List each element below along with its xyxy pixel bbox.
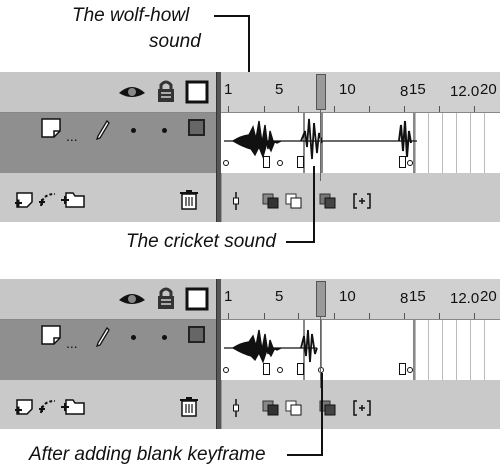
- onion-skin-icon[interactable]: [262, 400, 280, 416]
- layer-page-icon: [41, 118, 61, 138]
- add-layer-icon[interactable]: [14, 397, 36, 417]
- keyframe-marker[interactable]: [277, 367, 283, 373]
- callout-blank-keyframe: After adding blank keyframe: [29, 444, 266, 465]
- end-frame-marker[interactable]: [297, 156, 304, 168]
- lock-dot[interactable]: [162, 128, 167, 133]
- keyframe-marker[interactable]: [407, 367, 413, 373]
- edit-multiple-icon[interactable]: [319, 193, 337, 209]
- playhead[interactable]: [316, 74, 326, 110]
- callout-wolf-leader-h: [214, 15, 249, 17]
- keyframe-marker[interactable]: [223, 367, 229, 373]
- callout-wolf-howl-line2: sound: [149, 31, 201, 52]
- outline-icon[interactable]: [185, 80, 209, 104]
- ruler-label: 20: [480, 81, 497, 98]
- frame-ruler[interactable]: 1 5 10 15 20: [221, 279, 500, 319]
- frame-rate: 12.0: [450, 290, 480, 307]
- playhead-line: [320, 110, 321, 181]
- callout-cricket-leader-v: [313, 166, 315, 242]
- timeline-panel-after: ... 1 5 10 15 20: [0, 279, 500, 429]
- ruler-label: 15: [409, 81, 426, 98]
- end-frame-marker[interactable]: [263, 363, 270, 375]
- onion-markers-icon[interactable]: [353, 192, 371, 210]
- callout-wolf-howl-line1: The wolf-howl: [72, 5, 190, 26]
- end-frame-marker[interactable]: [263, 156, 270, 168]
- keyframe-marker[interactable]: [407, 160, 413, 166]
- sound-waveform: [224, 113, 417, 173]
- outline-icon[interactable]: [185, 287, 209, 311]
- lock-icon[interactable]: [155, 79, 177, 103]
- pencil-icon: [96, 120, 110, 140]
- keyframe-marker[interactable]: [277, 160, 283, 166]
- trash-icon[interactable]: [179, 396, 199, 417]
- ruler-label: 15: [409, 288, 426, 305]
- layer-page-icon: [41, 325, 61, 345]
- add-folder-icon[interactable]: [60, 189, 86, 209]
- add-guide-icon[interactable]: [38, 190, 58, 210]
- onion-skin-icon[interactable]: [262, 193, 280, 209]
- keyframe-marker[interactable]: [223, 160, 229, 166]
- ruler-label: 10: [339, 81, 356, 98]
- callout-blank-leader-v: [321, 373, 323, 455]
- ruler-label: 1: [224, 81, 233, 98]
- onion-outline-icon[interactable]: [285, 193, 303, 209]
- add-guide-icon[interactable]: [38, 397, 58, 417]
- end-frame-marker[interactable]: [297, 363, 304, 375]
- callout-blank-leader-h: [287, 454, 323, 456]
- frame-rate: 12.0: [450, 83, 480, 100]
- playhead-line: [320, 317, 321, 388]
- ruler-label: 1: [224, 288, 233, 305]
- onion-markers-icon[interactable]: [353, 399, 371, 417]
- center-frame-icon[interactable]: [232, 192, 240, 210]
- frame-ruler[interactable]: 1 5 10 15 20: [221, 72, 500, 112]
- current-frame: 8: [400, 83, 409, 100]
- ruler-label: 10: [339, 288, 356, 305]
- eye-icon[interactable]: [117, 288, 147, 308]
- visibility-dot[interactable]: [131, 128, 136, 133]
- add-folder-icon[interactable]: [60, 396, 86, 416]
- ruler-label: 5: [275, 81, 284, 98]
- center-frame-icon[interactable]: [232, 399, 240, 417]
- playhead[interactable]: [316, 281, 326, 317]
- current-frame: 8: [400, 290, 409, 307]
- trash-icon[interactable]: [179, 189, 199, 210]
- callout-cricket: The cricket sound: [126, 231, 276, 252]
- timeline-panel-before: ... 1 5 10 15 20: [0, 72, 500, 222]
- pencil-icon: [96, 327, 110, 347]
- ruler-label: 5: [275, 288, 284, 305]
- end-frame-marker[interactable]: [399, 156, 406, 168]
- layer-name-ellipsis: ...: [66, 335, 78, 351]
- sound-waveform: [224, 320, 415, 380]
- eye-icon[interactable]: [117, 81, 147, 101]
- blank-keyframe-marker[interactable]: [318, 367, 324, 373]
- visibility-dot[interactable]: [131, 335, 136, 340]
- edit-multiple-icon[interactable]: [319, 400, 337, 416]
- callout-cricket-leader-h: [286, 241, 315, 243]
- layer-outline-swatch[interactable]: [188, 326, 205, 343]
- end-frame-marker[interactable]: [399, 363, 406, 375]
- add-layer-icon[interactable]: [14, 190, 36, 210]
- layer-name-ellipsis: ...: [66, 128, 78, 144]
- layer-outline-swatch[interactable]: [188, 119, 205, 136]
- lock-icon[interactable]: [155, 286, 177, 310]
- onion-outline-icon[interactable]: [285, 400, 303, 416]
- ruler-label: 20: [480, 288, 497, 305]
- lock-dot[interactable]: [162, 335, 167, 340]
